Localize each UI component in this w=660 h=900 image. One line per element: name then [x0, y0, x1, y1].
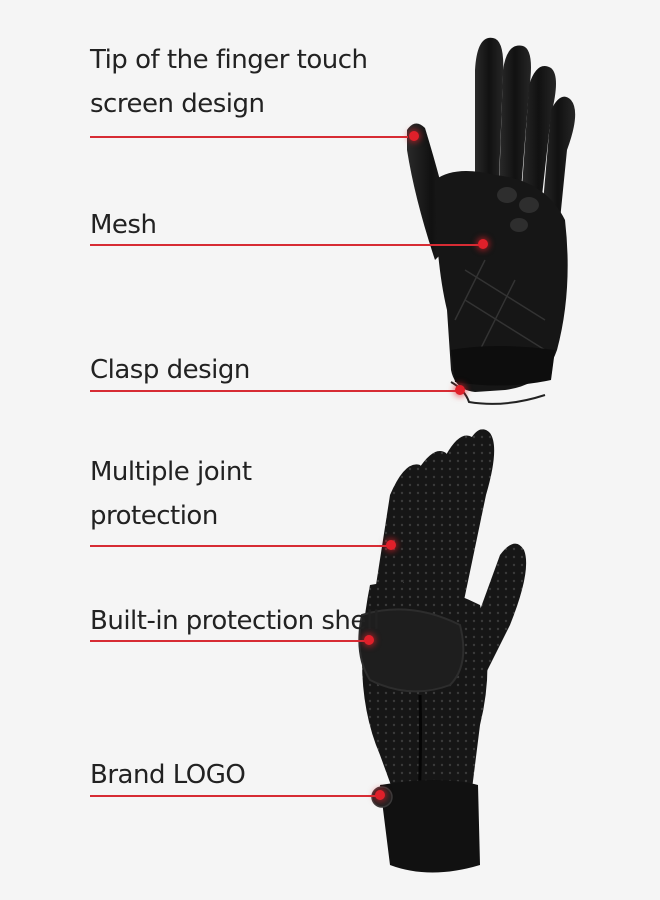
leader-line-brand-logo [90, 795, 382, 797]
leader-line-joint-protection [90, 545, 388, 547]
feature-label-brand-logo: Brand LOGO [90, 760, 246, 790]
feature-label-touchscreen: Tip of the finger touch screen design [90, 45, 368, 119]
highlight-dot-protection-shell [364, 635, 374, 645]
highlight-dot-mesh [478, 239, 488, 249]
leader-line-clasp [90, 390, 460, 392]
glove-back-icon [358, 429, 527, 873]
highlight-dot-touchscreen [409, 131, 419, 141]
leader-line-protection-shell [90, 640, 368, 642]
highlight-dot-joint-protection [386, 540, 396, 550]
leader-line-touchscreen [90, 136, 408, 138]
leader-line-mesh [90, 244, 480, 246]
feature-label-mesh: Mesh [90, 210, 157, 240]
feature-label-joint-protection: Multiple joint protection [90, 457, 252, 531]
highlight-dot-clasp [455, 385, 465, 395]
feature-label-clasp: Clasp design [90, 355, 250, 385]
glove-palm-icon [407, 37, 576, 405]
highlight-dot-brand-logo [375, 790, 385, 800]
feature-label-protection-shell: Built-in protection shell [90, 606, 380, 636]
